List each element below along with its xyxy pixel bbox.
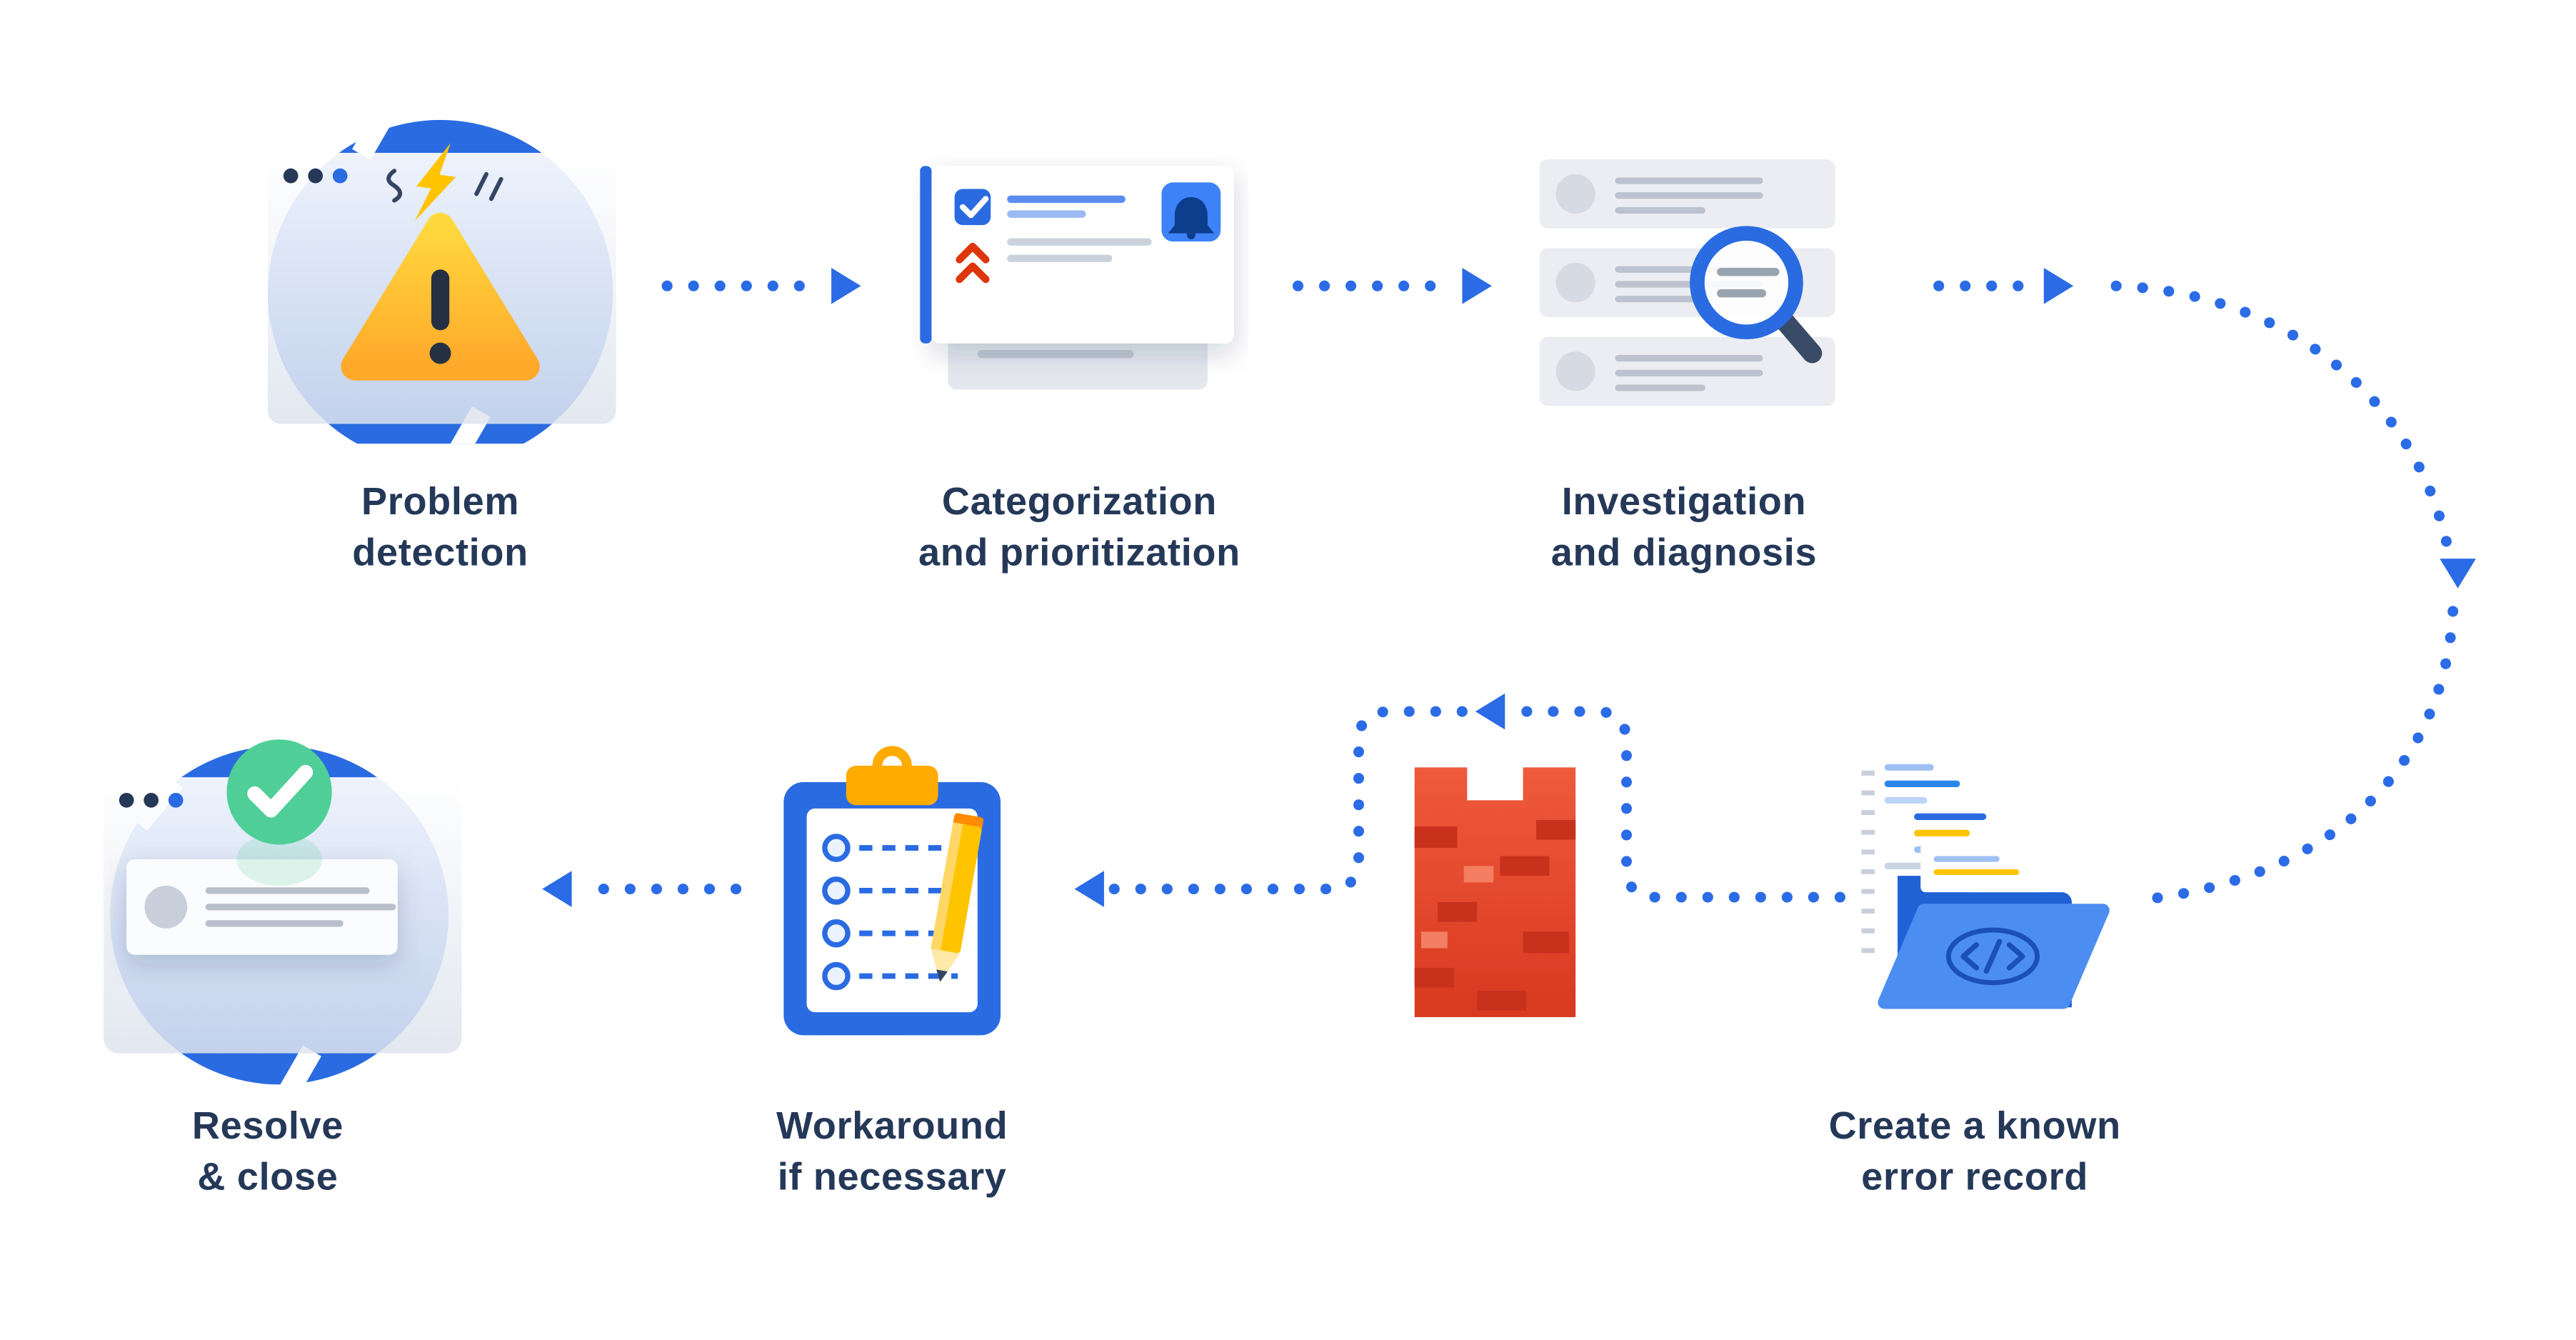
card-text-line-2	[1007, 254, 1113, 262]
window-dot-2	[144, 792, 159, 808]
card-line-1	[205, 887, 370, 894]
arrowhead-left-to-workaround	[1074, 871, 1104, 907]
step-label-line1: Workaround	[776, 1104, 1008, 1147]
step-label-problem-detection: Problem detection	[210, 476, 670, 579]
step-label-line2: if necessary	[777, 1155, 1007, 1199]
browser-check-icon	[91, 731, 477, 1085]
magnifier-icon	[1690, 226, 1823, 364]
step-label-line2: and prioritization	[918, 531, 1241, 574]
step-label-investigation: Investigation and diagnosis	[1438, 476, 1930, 579]
step-label-line1: Resolve	[191, 1104, 344, 1147]
exclamation-bar	[431, 269, 450, 331]
card-title-line-2	[1007, 210, 1086, 218]
arrowhead-right-1	[831, 267, 861, 304]
crack-marks	[386, 169, 503, 203]
card-line-3	[205, 920, 344, 927]
bell-clapper	[1186, 230, 1196, 239]
window-dot-1	[283, 168, 299, 184]
window-dot-1	[119, 792, 134, 808]
priority-chevrons-icon	[956, 242, 990, 284]
ticket-card-icon	[912, 156, 1249, 403]
clipboard-checklist-icon	[764, 739, 1036, 1051]
window-dot-3	[168, 792, 184, 808]
step-label-line2: and diagnosis	[1550, 531, 1818, 574]
list-magnifier-icon	[1536, 156, 1848, 411]
lightning-bolt-icon	[414, 143, 456, 221]
arrowhead-right-2	[1462, 267, 1492, 304]
browser-warning-icon	[246, 99, 641, 444]
checkbox-check	[960, 196, 989, 219]
card-accent-bar	[920, 166, 932, 344]
checkbox-checked-icon	[954, 189, 991, 226]
card-line-2	[205, 904, 396, 911]
circle-gap-bottom	[274, 1045, 321, 1085]
brick-wall-icon	[1405, 748, 1585, 1027]
circle-gap-top	[352, 100, 399, 160]
step-label-line2: & close	[197, 1155, 339, 1199]
back-card-line	[977, 350, 1134, 359]
arrowhead-left-to-resolve	[542, 871, 572, 907]
step-label-categorization: Categorization and prioritization	[833, 476, 1325, 579]
pencil-icon	[931, 813, 984, 982]
code-folder-icon	[1848, 748, 2128, 1044]
check-glow	[236, 833, 322, 886]
brick-pattern	[1414, 819, 1576, 1011]
arrowhead-down	[2440, 559, 2476, 589]
step-label-line1: Investigation	[1561, 479, 1807, 523]
code-glyph-icon	[1945, 927, 2040, 986]
window-dot-3	[332, 168, 348, 184]
line-number-column	[1861, 770, 1875, 954]
step-label-line2: error record	[1861, 1155, 2089, 1199]
connector-curve-down-bottom	[2130, 606, 2459, 906]
step-label-workaround: Workaround if necessary	[646, 1101, 1138, 1203]
exclamation-dot	[429, 342, 451, 364]
bell-icon	[1168, 197, 1215, 234]
arrowhead-right-3	[2043, 267, 2074, 304]
list-row-3	[1539, 336, 1835, 406]
step-label-line1: Categorization	[941, 479, 1217, 523]
list-row-1	[1539, 159, 1835, 229]
card-avatar-circle	[144, 885, 188, 929]
step-label-line2: detection	[352, 531, 528, 574]
step-label-known-error-record: Create a known error record	[1728, 1101, 2221, 1203]
check-icon	[247, 764, 314, 818]
step-label-line1: Create a known	[1828, 1104, 2121, 1147]
step-label-resolve-close: Resolve & close	[21, 1101, 514, 1203]
step-label-line1: Problem	[361, 479, 520, 523]
clipboard-clip	[846, 746, 938, 806]
window-dot-2	[308, 168, 324, 184]
card-text-line-1	[1007, 238, 1152, 246]
arrowhead-left-over-obstacle	[1475, 693, 1505, 730]
connector-curve-down-top	[2110, 280, 2454, 554]
card-title-line-1	[1007, 195, 1126, 204]
